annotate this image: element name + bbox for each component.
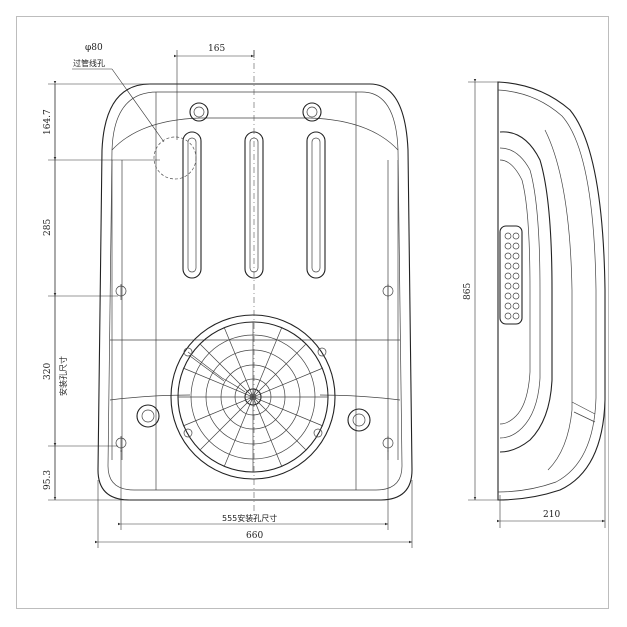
dim-95-3-label: 95.3 — [43, 470, 53, 490]
dim-865-label: 865 — [463, 283, 473, 300]
side-outline — [497, 81, 606, 501]
mount-hole-left-lower — [115, 436, 127, 452]
side-bottom-detail — [571, 401, 596, 423]
dim-285-label: 285 — [43, 219, 53, 236]
dim-320-sublabel: 安装孔尺寸 — [58, 356, 68, 396]
dim-210-label: 210 — [543, 510, 560, 520]
front-view — [97, 50, 413, 520]
fan-assembly — [170, 314, 336, 480]
dim-555-label: 555安装孔尺寸 — [222, 513, 277, 523]
side-grille-holes — [504, 232, 520, 320]
lower-panel-line — [109, 394, 401, 401]
dim-phi80-label: φ80 — [85, 43, 103, 53]
side-shell-edge — [544, 129, 573, 471]
top-boss-left — [189, 102, 209, 122]
pipe-hole-circle — [153, 136, 197, 180]
side-inner-curve — [497, 89, 597, 493]
dim-660-label: 660 — [246, 531, 263, 541]
lower-boss-left — [136, 404, 160, 428]
vent-slot-right — [306, 131, 326, 279]
housing-outline — [97, 83, 413, 501]
mount-hole-left-upper — [115, 284, 127, 300]
housing-inner-outline — [107, 91, 403, 491]
side-handle-outer — [499, 131, 553, 453]
fan-grille-spokes — [178, 322, 328, 472]
drawing-frame — [16, 16, 609, 609]
vent-slot-center — [244, 131, 264, 279]
left-rail — [111, 160, 123, 460]
top-boss-right — [302, 102, 322, 122]
dim-320-label: 320 — [43, 363, 53, 380]
vent-slot-left — [182, 131, 202, 279]
dim-165-label: 165 — [208, 44, 225, 54]
mount-hole-right-upper — [382, 284, 394, 300]
front-dimensions: 165 φ80 过管线孔 164.7 285 320 安装孔尺寸 95.3 55… — [43, 43, 413, 548]
side-handle-inner-2 — [499, 159, 531, 425]
side-view — [497, 81, 606, 501]
top-shoulder-line — [111, 117, 399, 151]
dim-164-7-label: 164.7 — [43, 109, 53, 135]
mount-hole-right-lower — [382, 436, 394, 452]
side-dimensions: 865 210 — [463, 79, 606, 528]
side-grille-block — [499, 225, 523, 325]
right-rail — [387, 160, 399, 460]
pipe-hole-label: 过管线孔 — [73, 58, 105, 68]
lower-boss-right — [347, 408, 371, 432]
side-handle-inner — [499, 147, 541, 439]
